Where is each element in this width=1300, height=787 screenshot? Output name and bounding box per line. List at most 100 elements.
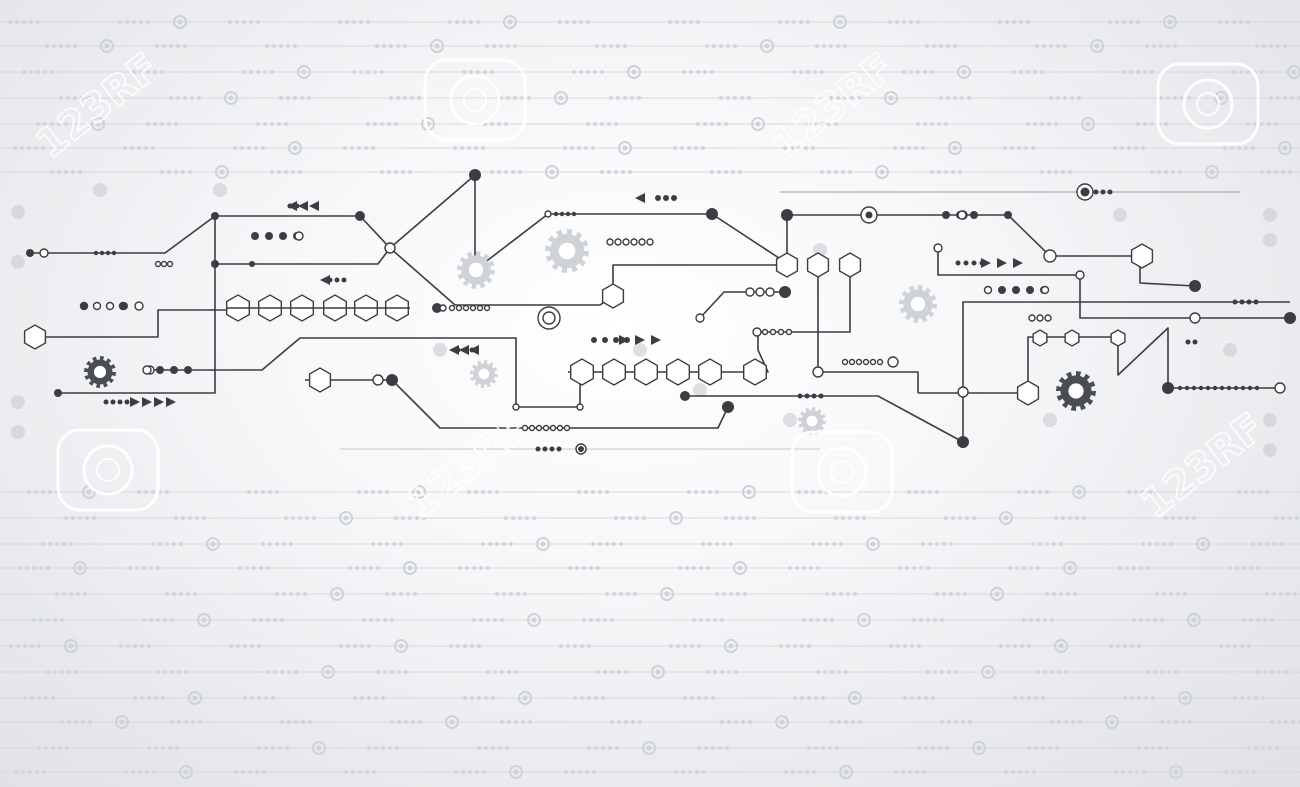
bg-ring-dot [210,541,216,547]
bg-dot [695,770,699,774]
arrow-left-icon [459,345,469,355]
bg-dot [1151,696,1155,700]
bg-dot [1048,746,1052,750]
bg-dot [261,490,265,494]
bg-dot [390,670,394,674]
bg-dot [1066,592,1070,596]
bg-ring-dot [655,669,661,675]
bg-dot [378,490,382,494]
bg-dot [706,670,710,674]
bg-dot [733,44,737,48]
bg-dot [1043,618,1047,622]
bg-dot [275,592,279,596]
bg-dot [687,146,691,150]
circuit-node-open [1040,285,1050,295]
bg-ring [972,741,986,755]
bg-dot [922,770,926,774]
bg-dot [146,122,150,126]
bg-dot [45,44,49,48]
bg-dot [1224,770,1228,774]
bg-dot [60,670,64,674]
bg-ring-dot [416,489,422,495]
bg-dot [841,516,845,520]
bg-dot [813,70,817,74]
bg-dot [800,644,804,648]
bg-dot [495,490,499,494]
bg-dot [811,490,815,494]
bg-dot [696,20,700,24]
bg-dot [1063,96,1067,100]
watermark-lens [96,458,120,482]
bg-dot [1153,670,1157,674]
bg-ring [742,485,756,499]
bg-dot [802,618,806,622]
bg-dot [365,770,369,774]
bg-dot [1251,490,1255,494]
bg-dot [374,746,378,750]
bg-dot [580,696,584,700]
bg-dot [132,20,136,24]
bg-dot [470,644,474,648]
bg-dot [926,670,930,674]
bg-dot [701,146,705,150]
bg-ring-dot [888,95,894,101]
bg-dot [195,516,199,520]
bg-dot [609,96,613,100]
bg-ring-dot [1076,489,1082,495]
faded-dot [11,425,25,439]
bg-ring [1278,141,1292,155]
bg-ring [330,587,344,601]
bg-dot [1219,644,1223,648]
circuit-node [1184,385,1190,391]
bg-dot [914,146,918,150]
circuit-node-open [1028,314,1036,322]
bg-dot [921,146,925,150]
bg-dot [273,618,277,622]
bg-dot [731,170,735,174]
bg-dot [479,566,483,570]
bg-dot [1279,592,1283,596]
faded-dot [1043,413,1057,427]
bg-dot [631,720,635,724]
bg-dot [240,146,244,150]
bg-dot [1132,566,1136,570]
bg-dot [177,720,181,724]
bg-dot [25,566,29,570]
bg-dot [848,516,852,520]
arrow-right-icon [997,258,1007,268]
bg-dot [1020,644,1024,648]
bg-ring-dot [398,643,404,649]
bg-dot [814,696,818,700]
bg-dot [149,618,153,622]
bg-dot [924,696,928,700]
bg-dot [912,618,916,622]
bg-dot [1283,44,1287,48]
circuit-node [1191,385,1197,391]
bg-dot [1137,644,1141,648]
bg-ring-dot [755,121,761,127]
bg-dot [284,170,288,174]
bg-dot [598,542,602,546]
bg-dot [729,592,733,596]
bg-dot [60,618,64,622]
bg-dot [1059,592,1063,596]
bg-dot [1268,746,1272,750]
bg-dot [960,96,964,100]
bg-dot [1279,542,1283,546]
bg-dot [958,170,962,174]
gear-hole [910,296,926,312]
bg-dot [715,592,719,596]
bg-dot [953,44,957,48]
bg-dot [949,542,953,546]
bg-ring [394,639,408,653]
bg-dot [713,670,717,674]
bg-dot [614,170,618,174]
bg-dot [170,670,174,674]
bg-dot [839,542,843,546]
bg-dot [1142,770,1146,774]
watermark-frame [423,58,527,142]
bg-dot [66,96,70,100]
circuit-node-open [983,285,993,295]
bg-dot [339,644,343,648]
bg-dot [1050,720,1054,724]
